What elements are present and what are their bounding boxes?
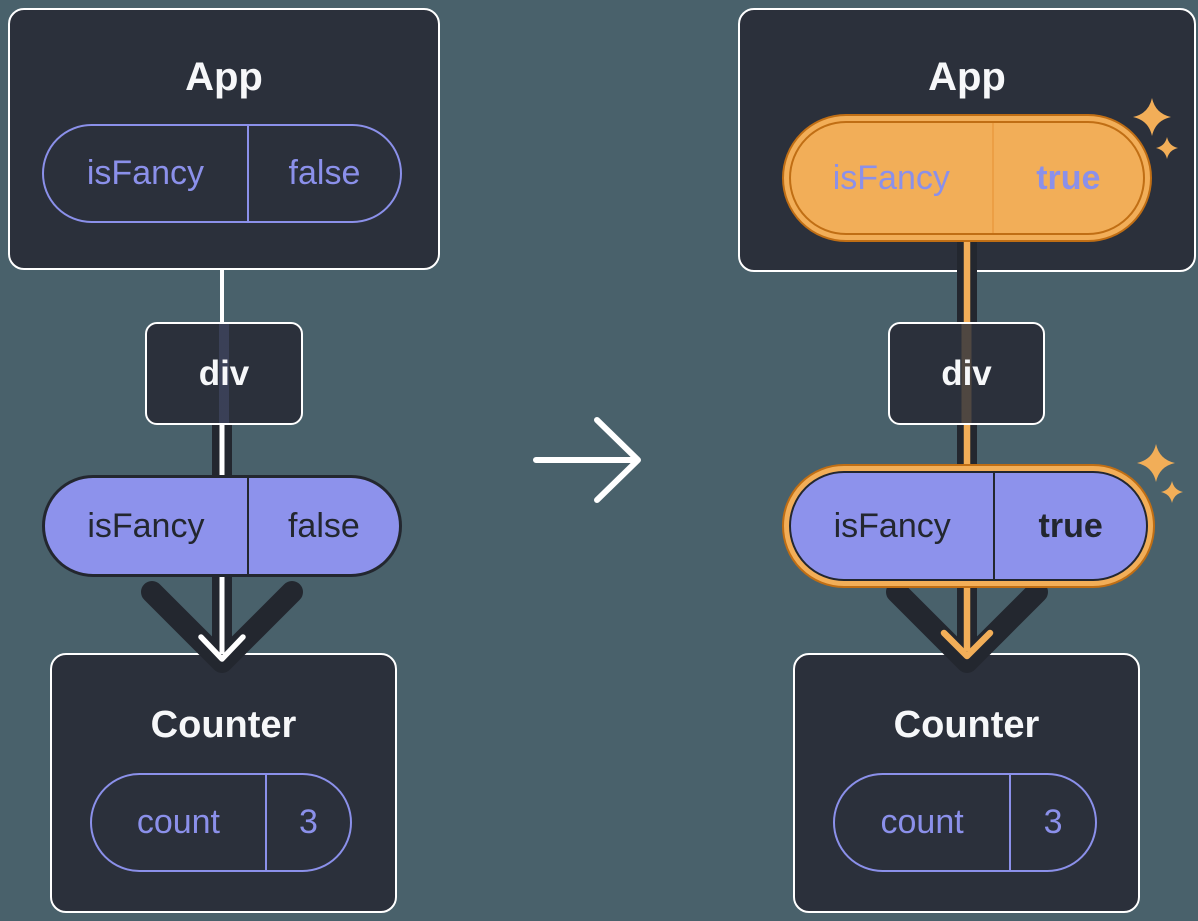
prop-value: false [246, 478, 399, 574]
state-pill-count-after: count 3 [833, 773, 1097, 872]
prop-pill-isfancy-before: isFancy false [42, 475, 402, 577]
div-node-after: div [888, 322, 1045, 425]
state-value: false [246, 126, 400, 221]
highlight-ring: isFancy true [782, 464, 1155, 588]
highlight-ring: isFancy true [782, 114, 1152, 242]
state-name: count [880, 803, 964, 841]
counter-component-card-after: Counter [793, 653, 1140, 913]
prop-arrowhead-dark-after [886, 581, 1048, 673]
state-name: count [136, 803, 221, 841]
arrow-right-icon [533, 417, 641, 503]
counter-component-card-before: Counter [50, 653, 397, 913]
prop-name: isFancy [833, 506, 951, 545]
component-title: App [928, 55, 1006, 99]
component-title: App [185, 55, 263, 99]
prop-value: true [993, 473, 1146, 579]
state-pill-count-before: count 3 [90, 773, 352, 872]
component-title: Counter [150, 704, 297, 746]
state-pill-isfancy-before: isFancy false [42, 124, 402, 223]
state-name: isFancy [832, 158, 950, 197]
div-node-label: div [198, 353, 250, 393]
prop-arrowhead-dark-before [141, 581, 303, 673]
state-value: 3 [1009, 775, 1095, 870]
state-pill-isfancy-after: isFancy true [789, 121, 1145, 235]
div-node-label: div [941, 353, 992, 393]
state-value: 3 [264, 775, 350, 870]
div-node-before: div [145, 322, 303, 425]
prop-pill-isfancy-after: isFancy true [789, 471, 1148, 581]
state-name: isFancy [86, 154, 205, 192]
component-title: Counter [893, 704, 1040, 746]
sparkle-icon [1161, 481, 1183, 503]
prop-name: isFancy [87, 506, 205, 545]
state-value: true [991, 123, 1143, 233]
